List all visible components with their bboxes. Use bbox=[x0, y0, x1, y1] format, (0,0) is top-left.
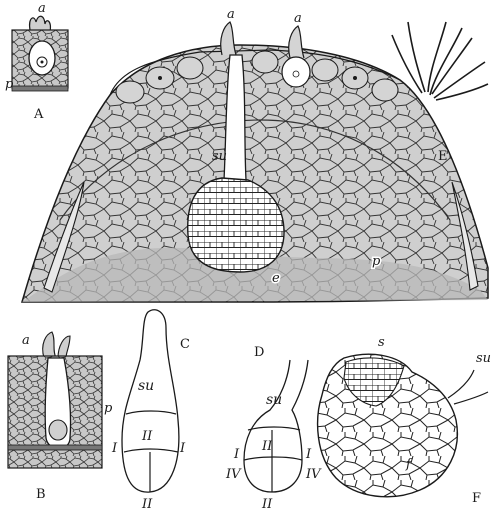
panel-e-venter-right bbox=[282, 57, 310, 87]
panel-d-label-I-right: I bbox=[305, 447, 312, 462]
panel-d-label-I-left: I bbox=[233, 447, 240, 462]
panel-d-label: D bbox=[254, 345, 264, 360]
panel-b: a p B bbox=[8, 332, 113, 502]
panel-b-basal-band bbox=[8, 445, 102, 450]
panel-c-label-II-bottom: II bbox=[141, 497, 153, 512]
panel-d-label-IV-right: IV bbox=[305, 467, 322, 482]
panel-f-label: F bbox=[472, 491, 481, 506]
panel-c-label-II-mid: II bbox=[141, 429, 153, 444]
panel-c-label-I-right: I bbox=[179, 441, 186, 456]
panel-e-label: E bbox=[438, 149, 448, 164]
panel-f-suspensor bbox=[448, 370, 488, 404]
panel-d-label-su: su bbox=[266, 392, 282, 408]
panel-a-label-p: p bbox=[5, 77, 14, 92]
panel-d: su I IV II I IV II D bbox=[225, 345, 322, 512]
panel-e-label-e: e bbox=[272, 271, 280, 286]
panel-f-label-s: s bbox=[378, 335, 385, 350]
panel-b-label-p: p bbox=[104, 401, 113, 416]
panel-c: su I II I II C bbox=[111, 310, 190, 512]
panel-b-neck bbox=[43, 332, 70, 358]
panel-d-label-II-mid: II bbox=[261, 439, 273, 454]
panel-f-label-su: su bbox=[476, 351, 491, 366]
panel-e-label-p: p bbox=[372, 254, 381, 269]
panel-e-label-a-left: a bbox=[227, 7, 235, 22]
panel-a-egg-cell bbox=[29, 41, 55, 75]
panel-a: a p A bbox=[5, 1, 68, 122]
panel-e-neck-right bbox=[289, 26, 304, 58]
panel-e-label-su: su bbox=[212, 149, 227, 164]
panel-c-label: C bbox=[180, 337, 190, 352]
panel-c-label-su: su bbox=[138, 378, 154, 394]
panel-d-outline bbox=[244, 360, 308, 492]
panel-d-label-IV-left: IV bbox=[225, 467, 242, 482]
panel-b-label-a: a bbox=[22, 333, 30, 348]
panel-a-nucleolus bbox=[41, 61, 44, 64]
panel-e-label-a-right: a bbox=[294, 11, 302, 26]
panel-e: a a su e p E bbox=[22, 7, 488, 302]
panel-f: s su f F bbox=[318, 335, 491, 506]
panel-b-label: B bbox=[36, 487, 46, 502]
panel-e-neck-left bbox=[221, 22, 236, 55]
panel-b-zygote bbox=[49, 420, 67, 440]
panel-c-label-I-left: I bbox=[111, 441, 118, 456]
panel-a-basal-band bbox=[12, 86, 68, 91]
panel-a-label-a: a bbox=[38, 1, 46, 16]
panel-d-label-II-bottom: II bbox=[261, 497, 273, 512]
panel-a-label: A bbox=[33, 107, 44, 122]
